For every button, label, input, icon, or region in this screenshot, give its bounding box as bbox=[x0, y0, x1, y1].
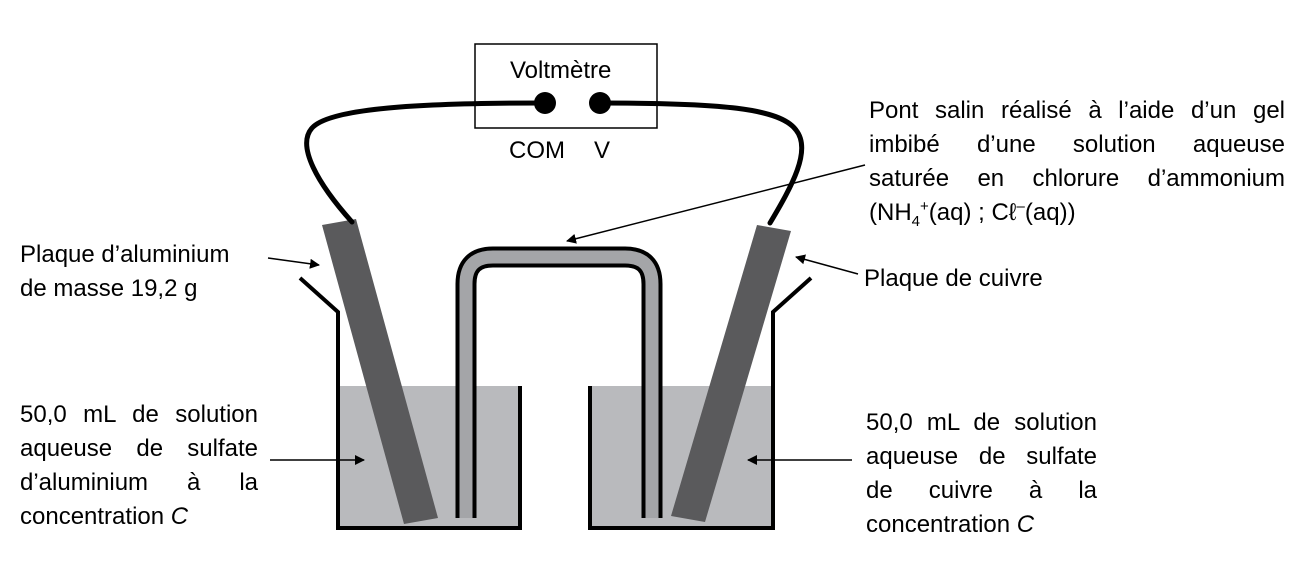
copper-solution-line-3: de cuivre à la bbox=[866, 477, 1097, 504]
voltmeter-box bbox=[474, 43, 658, 129]
copper-solution-label: 50,0 mL de solution aqueuse de sulfate d… bbox=[866, 406, 1097, 508]
com-label: COM bbox=[509, 137, 565, 164]
aluminium-solution-line-2: aqueuse de sulfate bbox=[20, 435, 258, 462]
aluminium-solution-line-3: d’aluminium à la bbox=[20, 469, 258, 496]
copper-plate bbox=[671, 225, 791, 522]
com-terminal bbox=[534, 92, 556, 114]
copper-plate-arrow bbox=[795, 254, 859, 275]
salt-bridge-ions: (NH4+(aq) ; Cℓ–(aq)) bbox=[869, 198, 1076, 230]
copper-solution-line-2: aqueuse de sulfate bbox=[866, 443, 1097, 470]
aluminium-plate-arrow bbox=[267, 257, 320, 269]
aluminium-solution-line-4: concentration C bbox=[20, 503, 189, 530]
aluminium-solution-line-1: 50,0 mL de solution bbox=[20, 401, 258, 428]
aluminium-plate bbox=[322, 219, 438, 524]
salt-bridge-arrow bbox=[566, 164, 866, 244]
copper-solution-line-1: 50,0 mL de solution bbox=[866, 409, 1097, 436]
salt-bridge-line-1: Pont salin réalisé à l’aide d’un gel bbox=[869, 97, 1285, 124]
aluminium-plate-line-1: Plaque d’aluminium bbox=[20, 241, 230, 268]
salt-bridge-line-2: imbibé d’une solution aqueuse bbox=[869, 131, 1285, 158]
v-terminal bbox=[589, 92, 611, 114]
aluminium-beaker bbox=[298, 276, 522, 530]
aluminium-plate-label: Plaque d’aluminium de masse 19,2 g bbox=[20, 238, 229, 306]
salt-bridge-gel bbox=[459, 250, 659, 518]
copper-solution-line-4: concentration C bbox=[866, 511, 1035, 538]
com-wire bbox=[304, 100, 548, 225]
salt-bridge-line-3: saturée en chlorure d’ammonium bbox=[869, 165, 1285, 192]
aluminium-solution-label: 50,0 mL de solution aqueuse de sulfate d… bbox=[20, 398, 258, 500]
copper-beaker bbox=[588, 276, 813, 530]
copper-plate-label: Plaque de cuivre bbox=[864, 265, 1043, 292]
salt-bridge-label: Pont salin réalisé à l’aide d’un gel imb… bbox=[869, 94, 1285, 196]
aluminium-plate-line-2: de masse 19,2 g bbox=[20, 275, 198, 302]
voltmeter-title: Voltmètre bbox=[510, 57, 612, 84]
v-label: V bbox=[594, 137, 611, 164]
